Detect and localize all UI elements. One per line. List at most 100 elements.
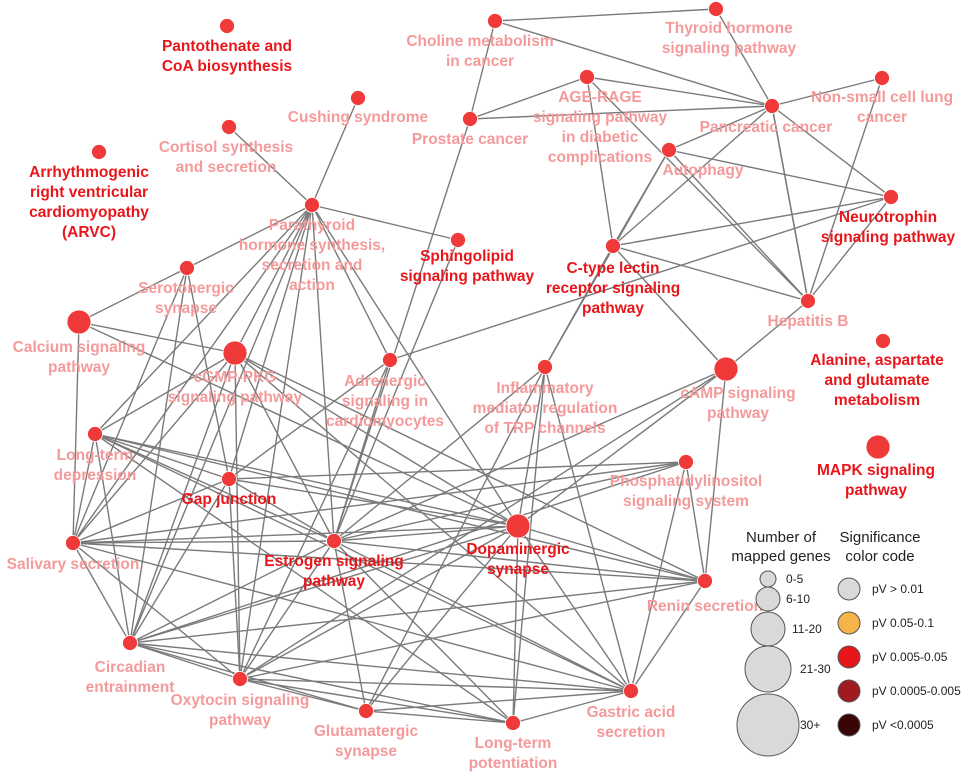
node-label-line: Cortisol synthesis [159,139,293,156]
node-label-cushing: Cushing syndrome [288,109,429,126]
node-label-line: (ARVC) [62,224,116,241]
node-gap[interactable] [221,471,237,487]
node-salivary[interactable] [65,535,81,551]
node-calcium[interactable] [66,309,92,335]
edge-renin-gastric [630,580,706,692]
node-oxytocin[interactable] [232,671,248,687]
node-label-line: signaling pathway [821,229,956,246]
node-cushing[interactable] [350,90,366,106]
edge-parathyroid-dopaminergic [311,204,519,527]
edge-cgmp-estrogen [234,352,335,542]
node-parathyroid[interactable] [304,197,320,213]
node-hepatitisb[interactable] [800,293,816,309]
edge-inflammatory-estrogen [333,366,546,542]
node-label-line: Gap junction [182,491,277,508]
edge-estrogen-oxytocin [239,540,335,680]
node-pantothenate[interactable] [219,18,235,34]
edge-ltd-circadian [94,433,131,644]
node-label-line: in diabetic [562,129,639,146]
size-legend-label: 21-30 [800,662,831,676]
size-legend-title-line-1: Number of [746,529,817,546]
edge-gap-pi [228,461,687,480]
size-legend-circle [750,611,786,647]
node-neurotrophin[interactable] [883,189,899,205]
edge-parathyroid-ltd [94,204,313,435]
node-label-line: Alanine, aspartate [810,352,944,369]
node-camp[interactable] [713,356,739,382]
node-label-line: Long-term [475,735,552,752]
edge-ltd-gastric [94,433,632,692]
edge-salivary-renin [72,542,706,582]
edge-neurotrophin-ctype [612,196,892,247]
edge-parathyroid-gap [228,204,313,480]
node-label-line: potentiation [469,755,558,772]
size-legend-circle [736,693,800,757]
node-estrogen[interactable] [326,533,342,549]
node-renin[interactable] [697,573,713,589]
node-ltd[interactable] [87,426,103,442]
node-label-line: Circadian [95,659,166,676]
node-cgmp[interactable] [222,340,248,366]
edge-neurotrophin-hepatitisb [807,196,892,302]
color-legend-swatch [837,679,861,703]
edge-parathyroid-serotonergic [186,204,313,269]
node-label-line: Estrogen signaling [264,553,404,570]
node-serotonergic[interactable] [179,260,195,276]
node-label-line: cancer [857,109,907,126]
node-pi[interactable] [678,454,694,470]
edge-inflammatory-glutamatergic [365,366,546,712]
node-label-line: C-type lectin [566,260,659,277]
node-ctype[interactable] [605,238,621,254]
node-cortisol[interactable] [221,119,237,135]
edge-pi-salivary [72,461,687,544]
color-legend-title-line-2: color code [845,548,914,565]
node-ltp[interactable] [505,715,521,731]
node-label-line: cardiomyopathy [29,204,149,221]
node-adrenergic[interactable] [382,352,398,368]
edge-cgmp-renin [234,352,706,582]
edge-parathyroid-sphingolipid [311,204,459,241]
edge-oxytocin-ltp [239,678,514,724]
node-thyroid[interactable] [708,1,724,17]
node-inflammatory[interactable] [537,359,553,375]
node-autophagy[interactable] [661,142,677,158]
node-glutamatergic[interactable] [358,703,374,719]
node-agerage[interactable] [579,69,595,85]
node-mapk[interactable] [865,434,891,460]
node-sphingolipid[interactable] [450,232,466,248]
edge-inflammatory-ltp [512,366,546,724]
node-alanine[interactable] [875,333,891,349]
node-label-line: signaling pathway [168,389,303,406]
edge-camp-dopaminergic [517,368,727,527]
node-label-line: hormone synthesis, [239,237,385,254]
node-label-prostate: Prostate cancer [412,131,528,148]
node-arvc[interactable] [91,144,107,160]
edge-cgmp-gastric [234,352,632,692]
edge-gap-oxytocin [228,478,241,680]
node-dopaminergic[interactable] [505,513,531,539]
node-label-line: Non-small cell lung [811,89,953,106]
node-circadian[interactable] [122,635,138,651]
node-nsclc[interactable] [874,70,890,86]
edge-parathyroid-cgmp [234,204,313,354]
node-label-autophagy: Autophagy [663,162,744,179]
node-prostate[interactable] [462,111,478,127]
edge-gap-estrogen [228,478,335,542]
node-gastric[interactable] [623,683,639,699]
node-choline[interactable] [487,13,503,29]
node-label-line: pathway [209,712,271,729]
node-label-line: signaling pathway [400,268,535,285]
node-label-renin: Renin secretion [647,598,763,615]
node-pancreatic[interactable] [764,98,780,114]
